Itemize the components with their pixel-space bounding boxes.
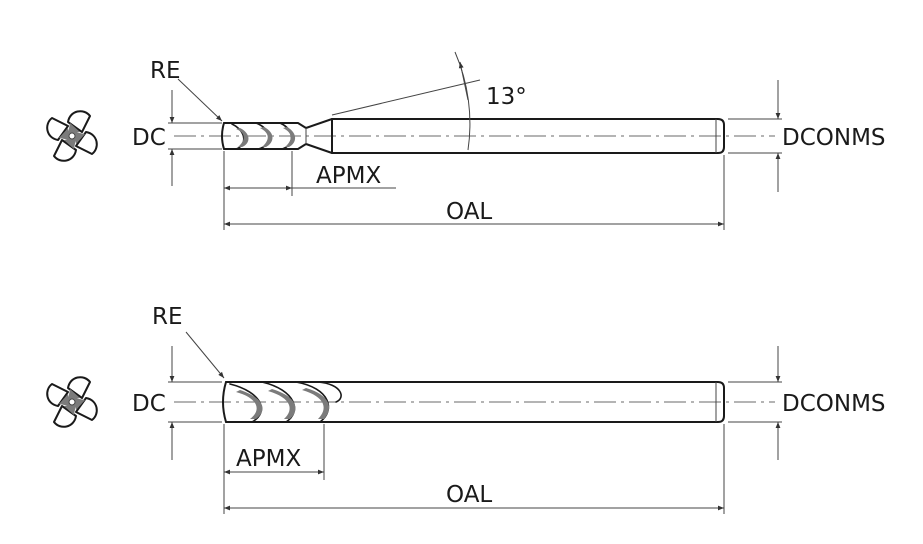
bottom-view: RE DC DCONMS APMX OAL [46,304,886,514]
dconms-label: DCONMS [782,391,886,417]
end-view-icon [46,110,98,162]
dc-label: DC [132,125,166,151]
tool-body [221,118,725,154]
tool-body [222,381,725,423]
dconms-label: DCONMS [782,125,886,151]
apmx-label: APMX [316,163,381,189]
neck-angle-label: 13° [486,84,527,110]
oal-label: OAL [446,199,492,225]
top-view: RE DC 13° DCONMS APMX OAL [46,51,886,230]
re-label: RE [150,58,181,84]
dc-label: DC [132,391,166,417]
apmx-label: APMX [236,446,301,472]
re-label: RE [152,304,183,330]
end-view-icon [46,376,98,428]
oal-label: OAL [446,482,492,508]
